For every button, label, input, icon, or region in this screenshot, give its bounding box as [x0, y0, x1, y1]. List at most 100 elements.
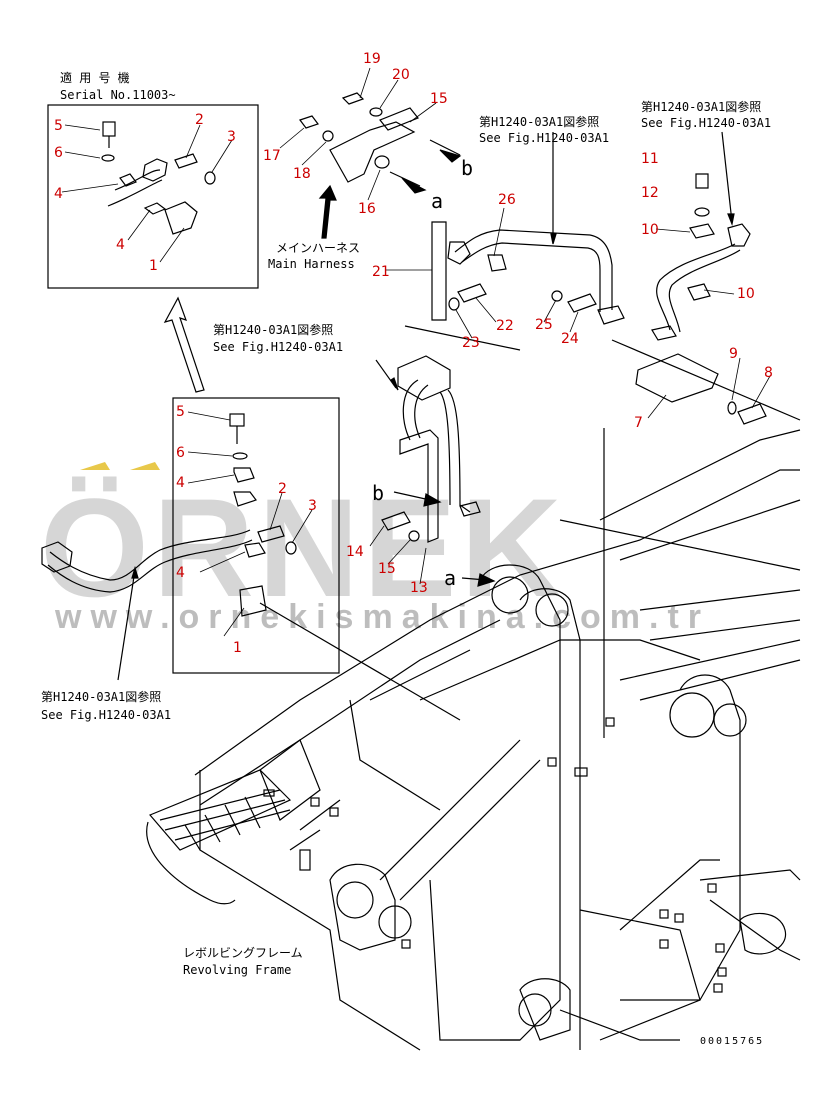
washer-12 [694, 207, 710, 217]
bolt-5b-head [229, 413, 245, 427]
callout-23: 23 [462, 335, 480, 351]
marker-a-top: a [431, 189, 443, 213]
boom-foot-left [479, 564, 561, 1041]
drawing-number: 00015765 [700, 1036, 764, 1047]
marker-b-top: b [461, 156, 473, 180]
callout-25: 25 [535, 317, 553, 333]
applicability-label: 適 用 号 機 [60, 70, 130, 85]
callout-15a: 15 [430, 91, 448, 107]
step-grating [149, 769, 292, 851]
clamp-upper-b [233, 491, 257, 507]
washer-20 [369, 107, 383, 117]
leader-a [404, 325, 521, 351]
callout-8: 8 [764, 365, 773, 381]
bolt-2b [257, 525, 285, 543]
ref3-en: See Fig.H1240-03A1 [213, 340, 343, 354]
frame-jp: レボルビングフレーム [183, 946, 303, 960]
serial-label: Serial No.11003~ [60, 88, 176, 102]
washer-9 [727, 401, 737, 415]
plate-15 [379, 107, 419, 131]
callout-2b: 2 [278, 481, 287, 497]
clamp-4c [233, 467, 255, 483]
harness-en: Main Harness [268, 257, 355, 271]
pipe-clamp-26b [487, 254, 507, 272]
handrail [146, 821, 236, 905]
washer-6 [101, 154, 115, 162]
bolt-5-head [102, 121, 116, 137]
washer-15b [408, 530, 420, 542]
frame-fittings [263, 717, 727, 993]
washer-3b [285, 541, 297, 555]
callout-7: 7 [634, 415, 643, 431]
clamp-10a [689, 223, 715, 239]
bracket-7 [635, 353, 719, 403]
pipe-end-right [597, 305, 625, 325]
leader-right-bracket [611, 339, 801, 421]
callout-13: 13 [410, 580, 428, 596]
watermark: ÖRNEK www.ornekismakina.com.tr [40, 462, 710, 636]
bracket-21 [431, 221, 447, 321]
callout-4a: 4 [54, 186, 63, 202]
callout-3a: 3 [227, 129, 236, 145]
bolt-14 [381, 511, 411, 531]
frame-lug-bottom [519, 978, 571, 1041]
ref1-en: See Fig.H1240-03A1 [479, 131, 609, 145]
boom-foot-right [679, 674, 741, 1001]
boom-pin-left [491, 576, 529, 614]
callout-12: 12 [641, 185, 659, 201]
callout-22: 22 [496, 318, 514, 334]
watermark-accent-left [80, 462, 110, 470]
bracket-1b [239, 585, 267, 617]
watermark-url: www.ornekismakina.com.tr [54, 598, 710, 636]
clamp-4b [143, 202, 167, 215]
part-callouts: 5 6 4 4 1 2 3 5 6 4 2 3 4 1 19 20 15 17 … [54, 51, 773, 656]
part-leaders [61, 67, 771, 637]
callout-15b: 15 [378, 561, 396, 577]
bolt-17 [299, 115, 319, 129]
pipe-clamp-26a [447, 241, 471, 265]
ref1-jp: 第H1240-03A1図参照 [479, 114, 599, 129]
bracket-13 [399, 429, 439, 543]
frame-round-hole [739, 912, 787, 955]
callout-6a: 6 [54, 145, 63, 161]
inset-box-lower [172, 397, 340, 674]
harness-bracket [329, 121, 416, 183]
washer-25 [551, 290, 563, 302]
bolt-22 [457, 283, 487, 303]
callout-19: 19 [363, 51, 381, 67]
callout-14: 14 [346, 544, 364, 560]
ref-leader-lower [117, 569, 136, 681]
callout-2a: 2 [195, 112, 204, 128]
ref-leader-right [721, 131, 733, 223]
bracket-1 [164, 201, 198, 235]
bolt-8 [737, 403, 767, 425]
arrow-to-b-top [439, 149, 462, 163]
washer-3 [204, 171, 216, 185]
washer-6b [232, 452, 248, 460]
callout-26: 26 [498, 192, 516, 208]
callout-11: 11 [641, 151, 659, 167]
washer-23 [448, 297, 460, 311]
callout-6b: 6 [176, 445, 185, 461]
frame-en: Revolving Frame [183, 963, 291, 977]
pipe-end-left [41, 541, 73, 573]
boom-pin-right [669, 692, 715, 738]
bolt-19 [341, 92, 365, 105]
frame-lug-left [329, 863, 396, 951]
callout-18: 18 [293, 166, 311, 182]
callout-21: 21 [372, 264, 390, 280]
clamp-upper [142, 158, 168, 182]
callout-1a: 1 [149, 258, 158, 274]
callout-4c: 4 [176, 475, 185, 491]
callout-16: 16 [358, 201, 376, 217]
ref4-jp: 第H1240-03A1図参照 [41, 689, 161, 704]
ref4-en: See Fig.H1240-03A1 [41, 708, 171, 722]
leader-lower-inset [259, 602, 461, 721]
watermark-logo: ÖRNEK [40, 469, 566, 626]
bolt-11 [695, 173, 709, 189]
callout-9: 9 [729, 346, 738, 362]
revolving-frame [146, 429, 801, 1051]
callout-4b: 4 [116, 237, 125, 253]
